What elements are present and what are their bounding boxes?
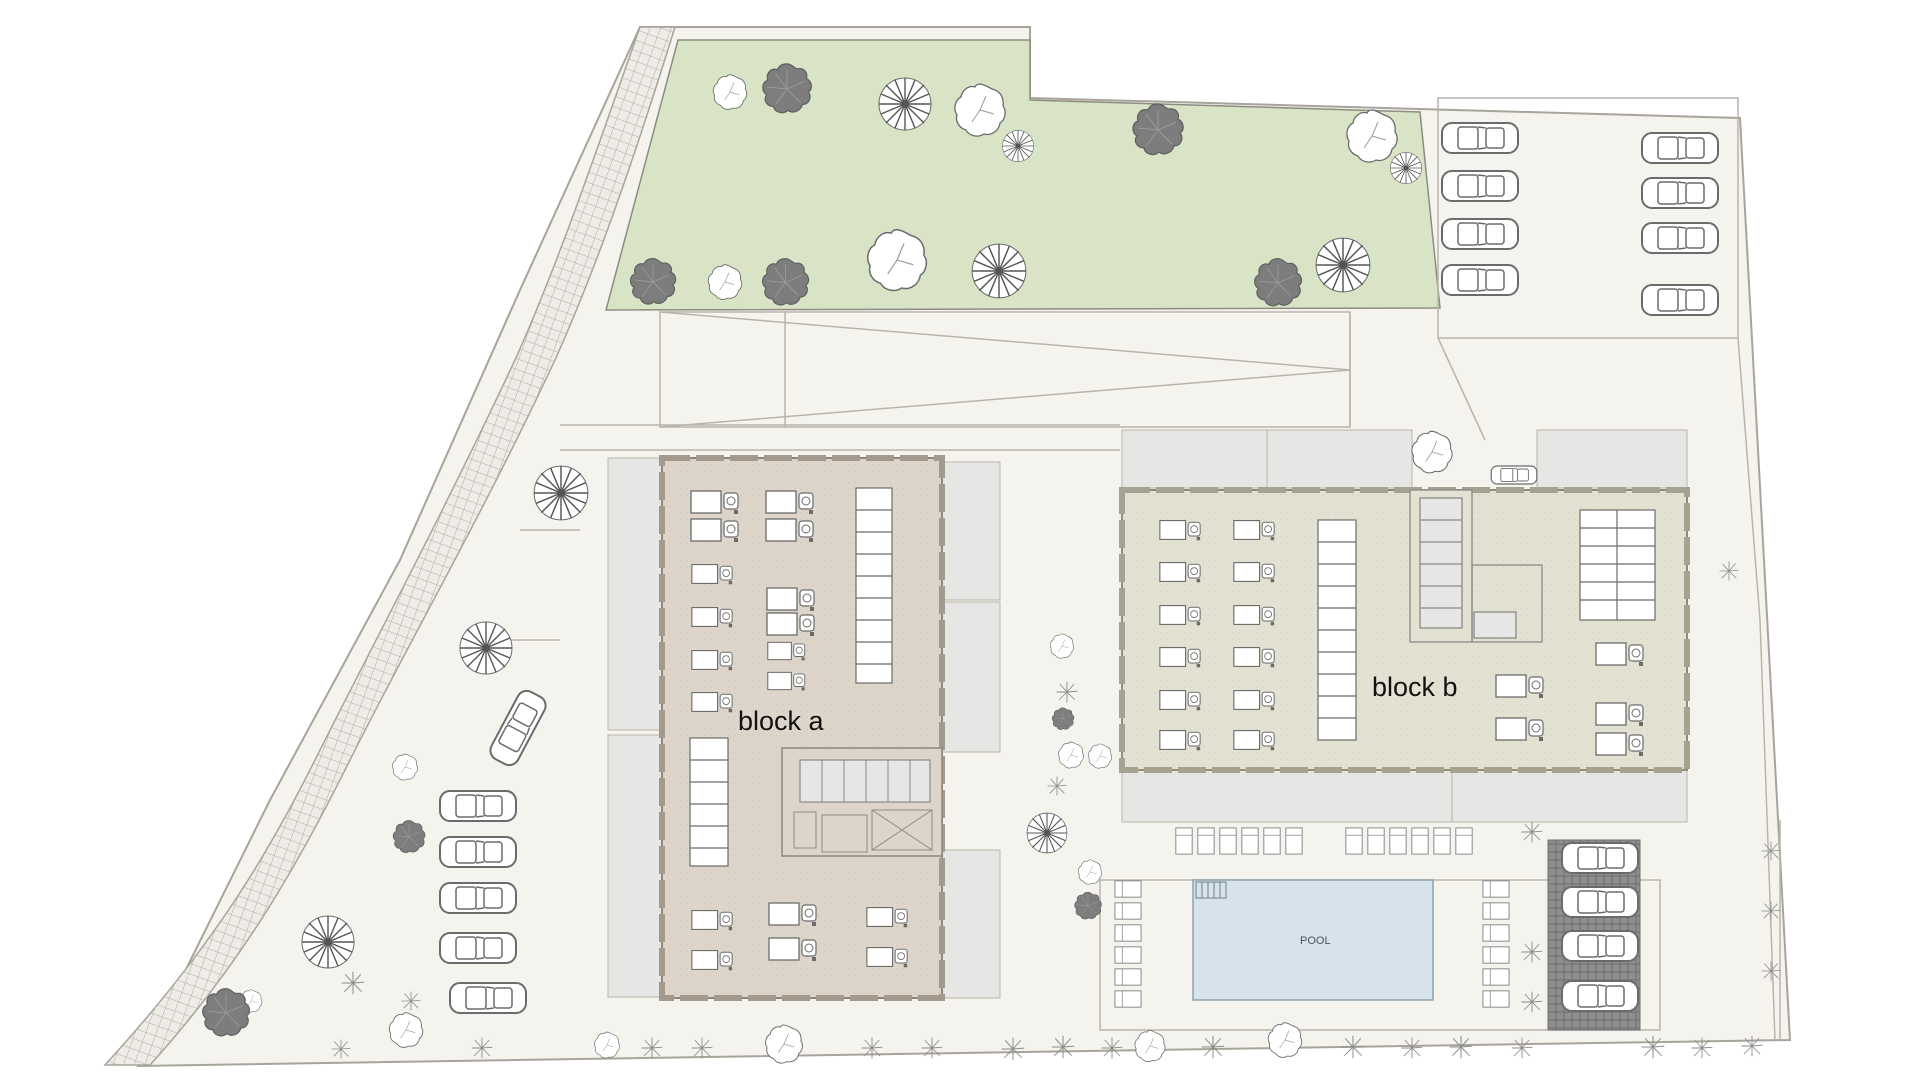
tree-outline-icon (712, 74, 748, 110)
block-b-core (1409, 489, 1543, 643)
garden-lawn (605, 39, 1441, 311)
tree-outline-icon (1134, 1030, 1166, 1063)
tree-icon (301, 915, 355, 969)
car-icon (439, 790, 517, 822)
block-a-core (781, 747, 943, 857)
retaining-wall (103, 26, 677, 1066)
car-icon (439, 882, 517, 914)
tree-icon (1315, 237, 1371, 293)
car-icon (1561, 886, 1639, 918)
tree-icon (1389, 151, 1423, 185)
block-a: block a (659, 455, 945, 1001)
car-icon (1561, 930, 1639, 962)
block-b-label: block b (1372, 672, 1458, 702)
car-icon (1441, 122, 1519, 154)
tree-icon (459, 621, 513, 675)
tree-icon (971, 243, 1027, 299)
car-icon (1641, 132, 1719, 164)
car-icon (449, 982, 527, 1014)
tree-outline-icon (388, 1012, 424, 1048)
car-icon (1441, 170, 1519, 202)
car-icon (1561, 842, 1639, 874)
car-icon (439, 932, 517, 964)
tree-outline-icon (866, 228, 928, 292)
tree-outline-icon (707, 264, 743, 300)
tree-outline-icon (1267, 1022, 1303, 1058)
pool-area: POOL (1192, 879, 1434, 1001)
car-icon (1490, 465, 1538, 485)
tree-outline-icon (1411, 430, 1453, 474)
annex-blocks (607, 429, 1688, 999)
car-icon (1641, 177, 1719, 209)
tree-outline-icon (1077, 859, 1103, 885)
driveway-lines (500, 97, 1781, 1041)
block-a-label: block a (738, 706, 825, 736)
tree-icon (878, 77, 932, 131)
car-icon (1561, 980, 1639, 1012)
tree-outline-icon (392, 753, 418, 781)
pool-label: POOL (1300, 935, 1331, 947)
tree-outline-icon (954, 83, 1006, 137)
tree-outline-icon (1049, 633, 1075, 659)
tree-icon (533, 465, 589, 521)
car-icon (1441, 218, 1519, 250)
block-b: block b (1119, 487, 1690, 773)
tree-outline-icon (1346, 109, 1398, 163)
block-b-bench-desks (1317, 509, 1656, 741)
tree-outline-icon (594, 1031, 620, 1059)
car-icon (1441, 264, 1519, 296)
block-a-bench-desks (689, 487, 893, 867)
tree-outline-icon (1058, 741, 1084, 769)
tree-outline-icon (1087, 743, 1113, 769)
car-icon (1641, 222, 1719, 254)
tree-icon (1001, 129, 1035, 163)
car-icon (439, 836, 517, 868)
tree-outline-icon (765, 1024, 803, 1064)
tree-icon (1026, 812, 1068, 854)
car-icon (1641, 284, 1719, 316)
